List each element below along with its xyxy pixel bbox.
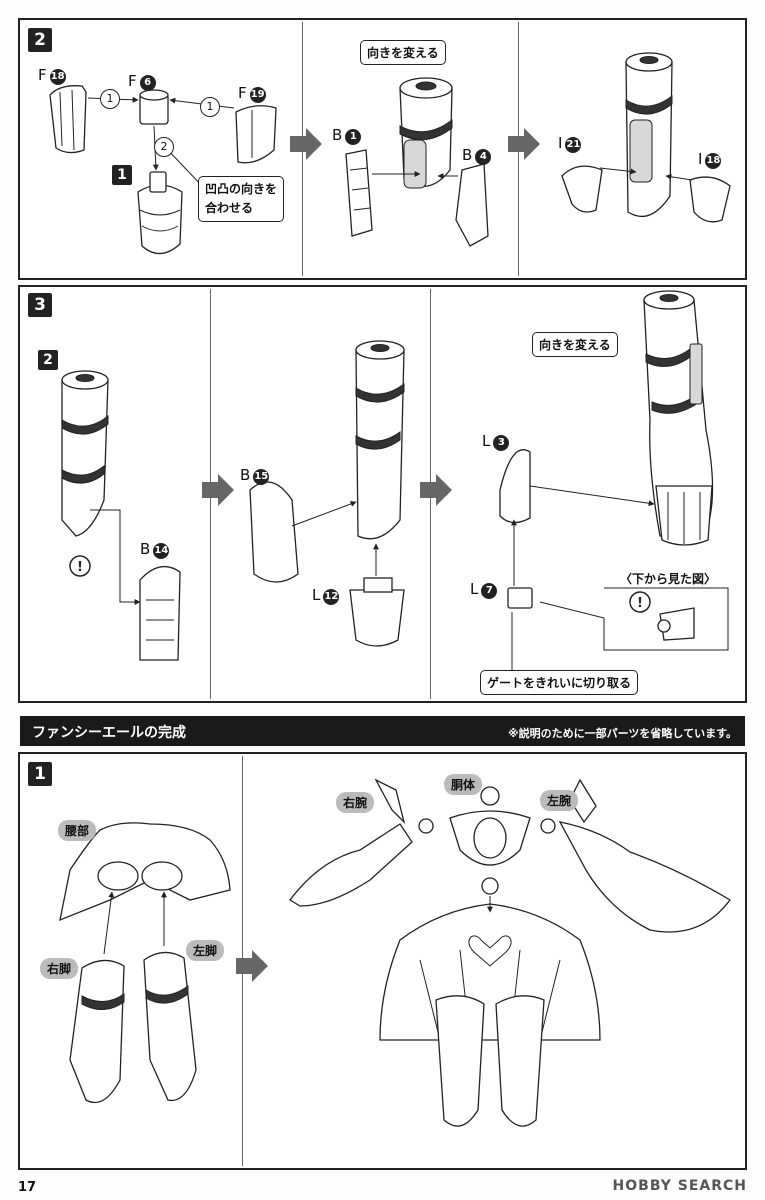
label-f18-letter: F	[38, 66, 47, 84]
sub-step-badge-1: 1	[112, 165, 132, 185]
label-l12-num: 12	[323, 589, 340, 605]
completion-right-full-assembly-drawing	[289, 778, 731, 1127]
flow-arrow-completion	[236, 950, 268, 982]
label-right-leg: 右脚	[40, 958, 79, 979]
callout-cut-gate: ゲートをきれいに切り取る	[480, 670, 639, 695]
bottom-view-caption: 〈下から見た図〉	[620, 572, 717, 586]
label-b1-letter: B	[332, 126, 343, 144]
label-b4-num: 4	[475, 149, 492, 165]
part-f18-drawing	[49, 85, 87, 154]
label-f18-num: 18	[49, 69, 66, 85]
label-i21-letter: I	[558, 134, 563, 152]
step3-left-assembly-drawing: !	[61, 370, 181, 661]
label-torso: 胴体	[444, 774, 483, 795]
label-right-arm: 右腕	[336, 792, 375, 813]
sub-step-badge-2: 2	[38, 350, 58, 370]
label-i18-letter: I	[698, 150, 703, 168]
callout-change-direction-step3: 向きを変える	[532, 332, 618, 357]
label-f19-letter: F	[238, 84, 247, 102]
flow-arrow-step2-a	[290, 128, 322, 160]
label-b14-letter: B	[140, 540, 151, 558]
step3-middle-assembly-drawing	[249, 340, 405, 647]
step-2-badge: 2	[28, 28, 52, 52]
completion-left-waist-legs-drawing	[59, 822, 231, 1104]
label-left-leg: 左脚	[186, 940, 225, 961]
part-leg-lower-drawing	[137, 171, 183, 255]
sequence-marker-1a: 1	[100, 89, 120, 109]
label-f6-letter: F	[128, 72, 137, 90]
callout-align-notches: 凹凸の向きを 合わせる	[198, 176, 285, 222]
label-b4-letter: B	[462, 146, 473, 164]
label-b15-letter: B	[240, 466, 251, 484]
label-i18-num: 18	[705, 153, 722, 169]
flow-arrow-step3-b	[420, 474, 452, 506]
label-b15-num: 15	[253, 469, 270, 485]
sequence-marker-1b: 1	[200, 97, 220, 117]
watermark: HOBBY SEARCH	[612, 1178, 747, 1194]
label-i21-num: 21	[565, 137, 582, 153]
warning-mark-bottom-view: !	[637, 596, 643, 611]
completion-title-bar: ファンシーエールの完成 ※説明のために一部パーツを省略しています。	[20, 716, 745, 746]
label-f6-num: 6	[139, 75, 156, 91]
page-number: 17	[18, 1180, 37, 1195]
completion-title: ファンシーエールの完成	[32, 725, 186, 741]
completion-panel: 1	[18, 752, 747, 1170]
completion-note: ※説明のために一部パーツを省略しています。	[507, 727, 737, 740]
part-f6-drawing	[139, 89, 169, 125]
label-l3-num: 3	[493, 435, 510, 451]
label-l3-letter: L	[482, 432, 491, 450]
label-l7-letter: L	[470, 580, 479, 598]
flow-arrow-step3-a	[202, 474, 234, 506]
label-f19-num: 19	[249, 87, 266, 103]
callout-change-direction-step2: 向きを変える	[360, 40, 446, 65]
part-f19-drawing	[235, 105, 277, 164]
label-left-arm: 左腕	[540, 790, 579, 811]
label-b1-num: 1	[345, 129, 362, 145]
label-l7-num: 7	[481, 583, 498, 599]
completion-step-badge: 1	[28, 762, 52, 786]
sequence-marker-2: 2	[154, 137, 174, 157]
step-3-badge: 3	[28, 293, 52, 317]
label-b14-num: 14	[153, 543, 170, 559]
warning-mark-left: !	[77, 560, 83, 575]
step3-right-assembly-drawing: !	[499, 290, 729, 670]
flow-arrow-step2-b	[508, 128, 540, 160]
label-l12-letter: L	[312, 586, 321, 604]
label-waist: 腰部	[58, 820, 97, 841]
step2-middle-assembly-drawing	[345, 77, 489, 247]
step2-right-assembly-drawing	[561, 52, 731, 223]
